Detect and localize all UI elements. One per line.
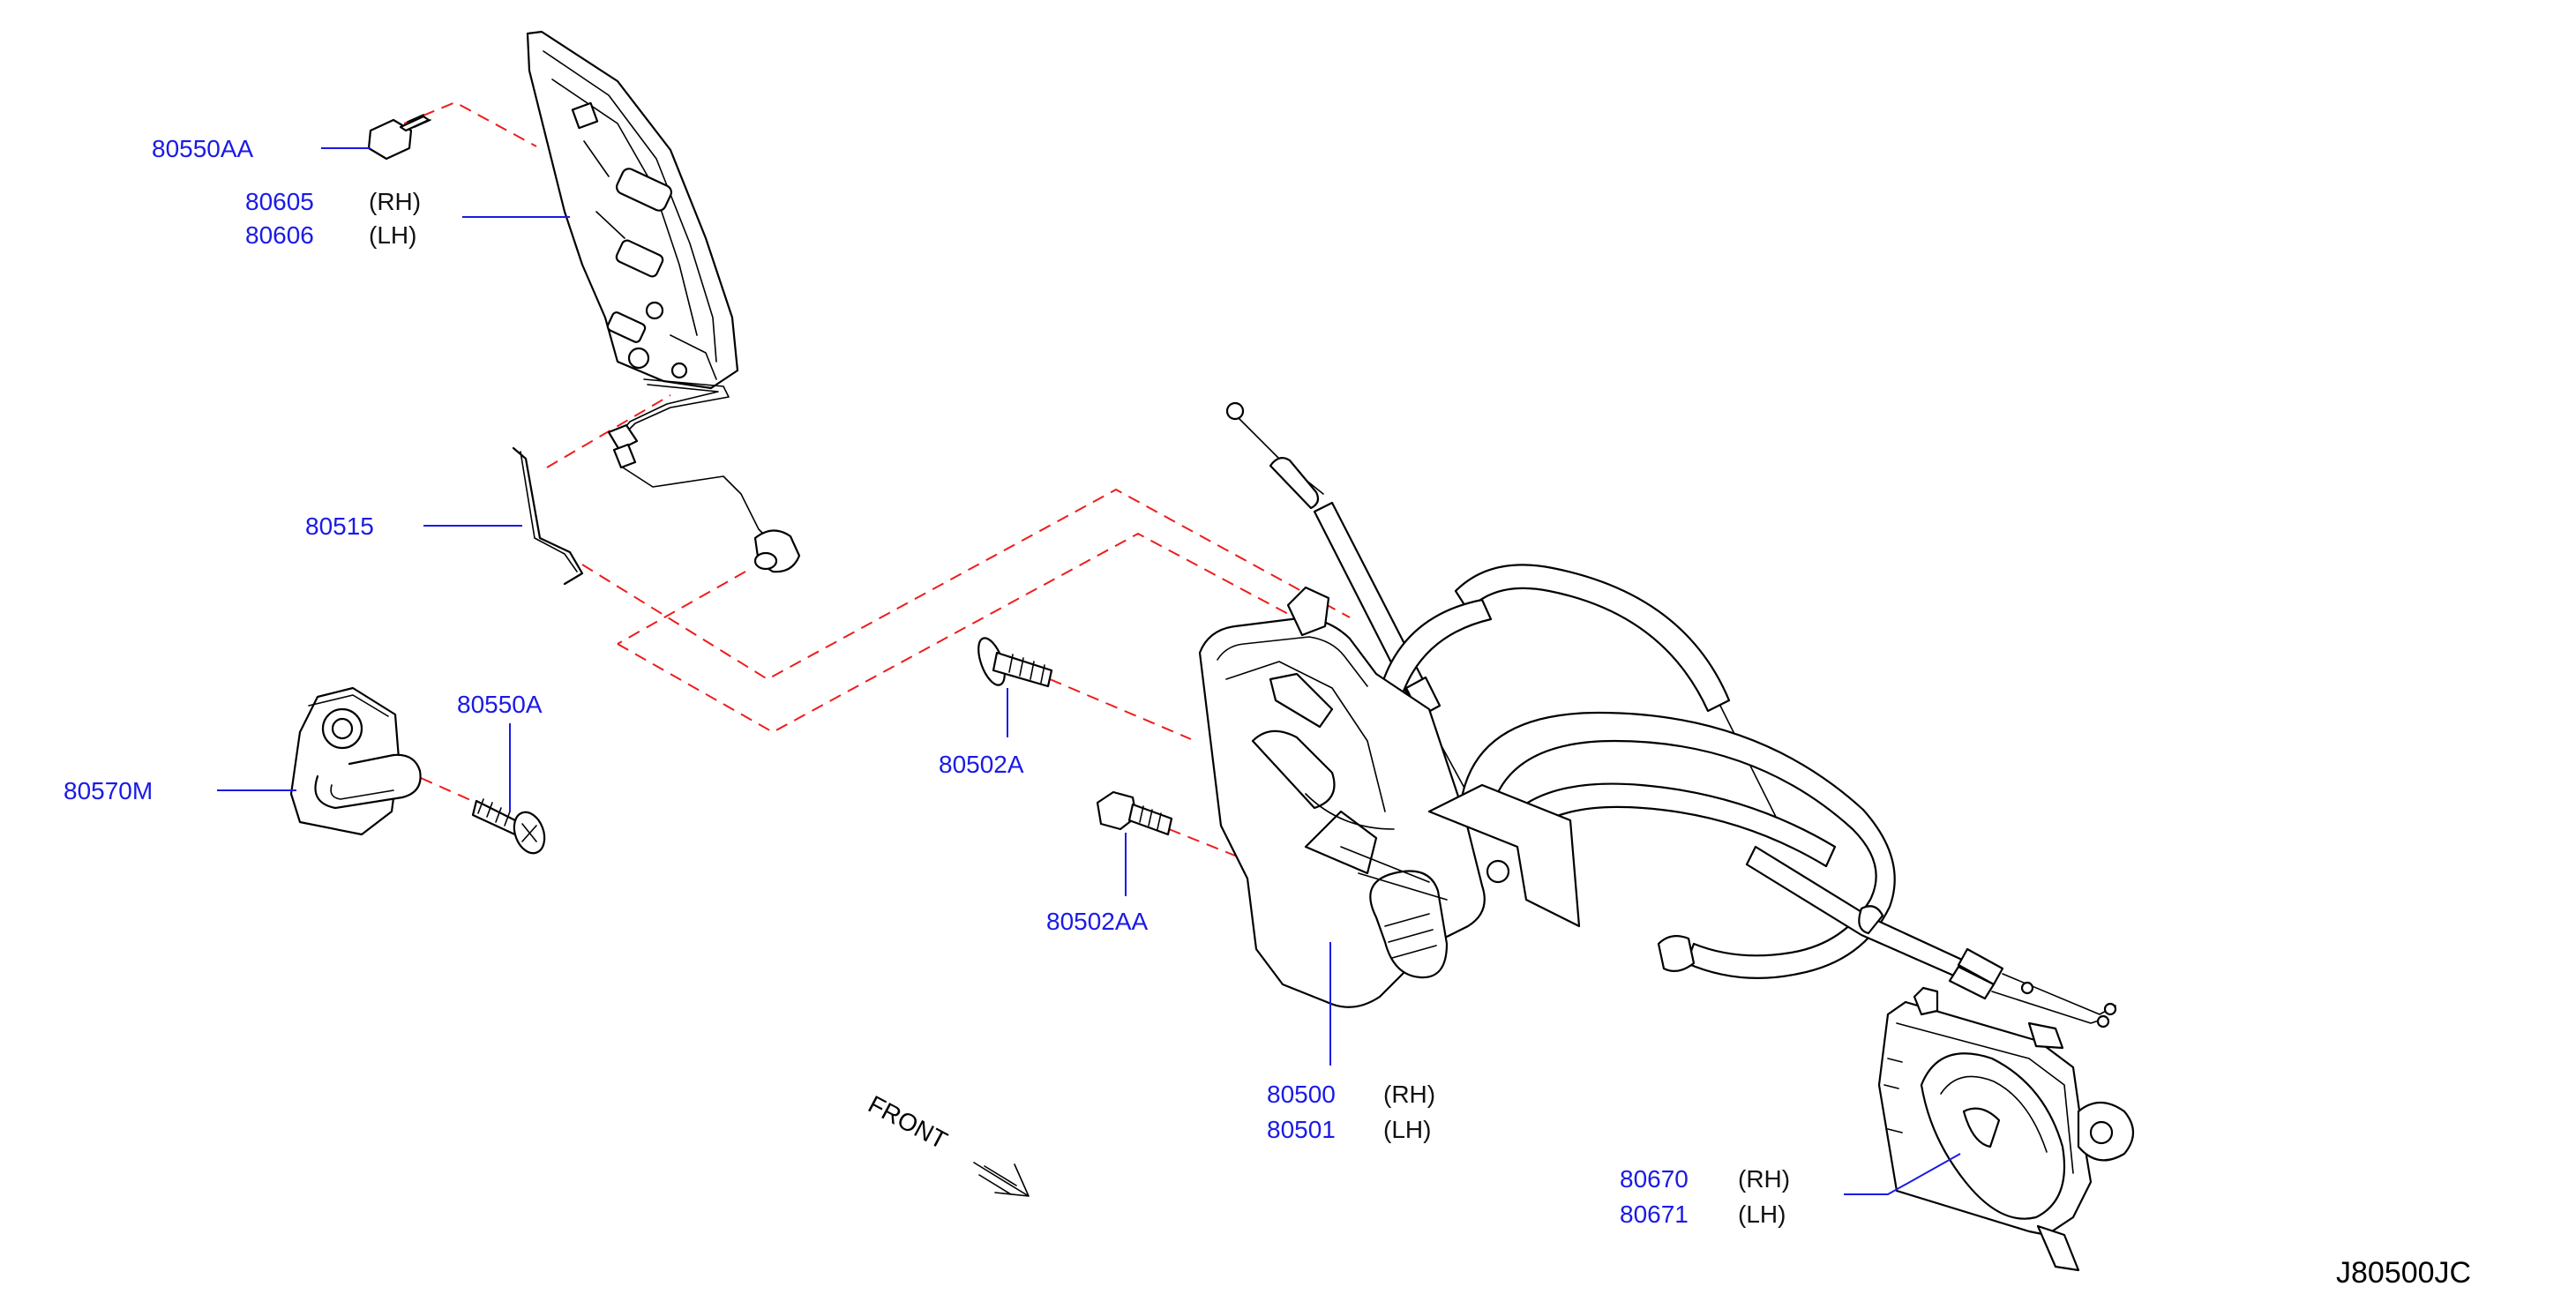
- lock-cables: [1225, 401, 2117, 1028]
- label-80671: 80671: [1620, 1201, 1689, 1228]
- label-80500: 80500: [1267, 1081, 1336, 1108]
- label-80605: 80605: [245, 188, 314, 215]
- diagram-code: J80500JC: [2336, 1256, 2471, 1290]
- label-80570M: 80570M: [64, 777, 153, 804]
- leader-lines: [217, 147, 1961, 1195]
- label-80550A: 80550A: [457, 691, 543, 718]
- bolt-80502AA: [1096, 790, 1173, 836]
- front-arrow-icon: [973, 1162, 1030, 1197]
- front-indicator: FRONT: [864, 1090, 1030, 1197]
- label-80670: 80670: [1620, 1165, 1689, 1193]
- label-80502A: 80502A: [939, 751, 1024, 778]
- label-80515: 80515: [305, 512, 374, 540]
- label-80502AA: 80502AA: [1046, 908, 1149, 935]
- side-80500: (RH): [1383, 1081, 1435, 1108]
- side-80501: (LH): [1383, 1116, 1431, 1143]
- sensor-wire: [607, 378, 801, 573]
- bolt-80550AA: [367, 114, 431, 161]
- door-lock-actuator-80500: [1198, 586, 1581, 1008]
- inside-handle-80670: [1877, 986, 2135, 1272]
- screw-80502A: [977, 637, 1053, 688]
- label-80501: 80501: [1267, 1116, 1336, 1143]
- outside-handle-bracket-80605: [526, 30, 739, 390]
- screw-80550A: [471, 798, 546, 855]
- rod-80515: [512, 446, 584, 586]
- side-80671: (LH): [1738, 1201, 1786, 1228]
- part-labels: 80550AA 80605 (RH) 80606 (LH) 80515 8055…: [64, 135, 2471, 1290]
- label-80550AA: 80550AA: [152, 135, 254, 162]
- side-80670: (RH): [1738, 1165, 1790, 1193]
- label-80606: 80606: [245, 221, 314, 249]
- striker-80570M: [289, 686, 422, 836]
- side-80605: (RH): [369, 188, 421, 215]
- side-80606: (LH): [369, 221, 416, 249]
- front-label: FRONT: [864, 1090, 952, 1155]
